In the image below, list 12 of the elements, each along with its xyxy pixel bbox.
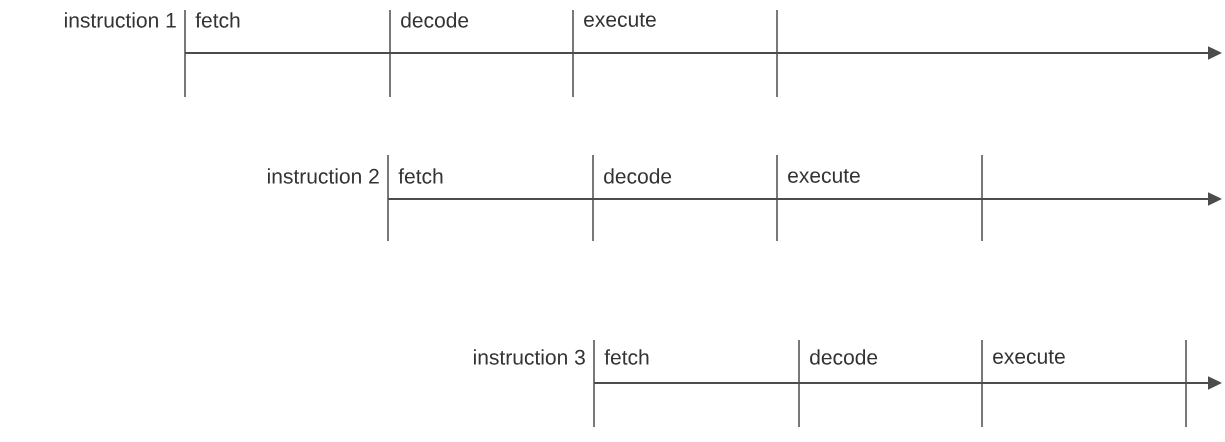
stage-label: fetch: [195, 12, 240, 28]
row-label: instruction 1: [65, 12, 176, 28]
row-label: instruction 2: [268, 168, 379, 184]
stage-label: decode: [401, 12, 469, 28]
stage-label: execute: [993, 350, 1065, 364]
stage-label: decode: [604, 168, 672, 184]
stage-label: decode: [810, 349, 878, 365]
stage-label: execute: [584, 13, 656, 27]
stage-label: fetch: [398, 168, 443, 184]
stage-label: fetch: [604, 349, 649, 365]
stage-label: execute: [788, 169, 860, 183]
row-label: instruction 3: [474, 349, 585, 365]
